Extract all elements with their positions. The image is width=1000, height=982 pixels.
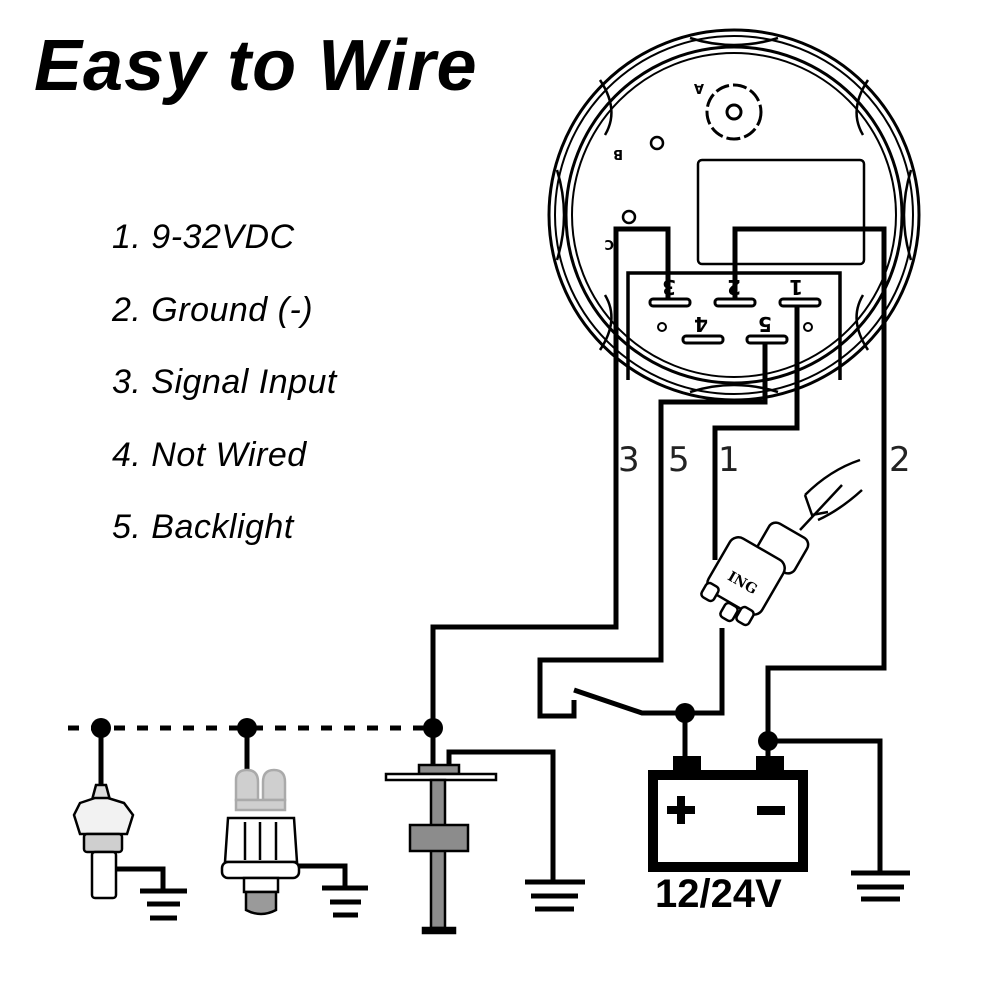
minus-icon bbox=[757, 806, 785, 815]
pin-legend: 1. 9-32VDC 2. Ground (-) 3. Signal Input… bbox=[112, 214, 337, 577]
wire-power-1-lower bbox=[685, 628, 725, 716]
battery bbox=[648, 756, 808, 872]
pressure-sensor bbox=[220, 768, 301, 916]
wire-label-1: 1 bbox=[718, 440, 740, 480]
terminal-label-1: 1 bbox=[789, 275, 803, 299]
pressure-sensor-ground-wire bbox=[298, 863, 348, 886]
pin-legend-item: 2. Ground (-) bbox=[112, 290, 314, 329]
temp-sensor-ground-wire bbox=[116, 866, 166, 889]
junction-dot bbox=[91, 718, 111, 738]
plus-icon bbox=[667, 806, 695, 814]
wire-signal-3 bbox=[430, 226, 671, 728]
mounting-stud bbox=[705, 83, 763, 141]
corner-label-b: B bbox=[613, 146, 623, 161]
terminal-label-4: 4 bbox=[694, 312, 708, 336]
level-sender-ground-wire bbox=[446, 749, 556, 880]
ground-symbol bbox=[140, 888, 187, 921]
wire-label-2: 2 bbox=[889, 440, 911, 480]
junction-dot bbox=[758, 731, 778, 751]
junction-dot bbox=[423, 718, 443, 738]
ground-symbol bbox=[851, 870, 910, 902]
mounting-stud-hole bbox=[725, 103, 743, 121]
connector-hole bbox=[657, 322, 667, 332]
corner-label-a: A bbox=[694, 80, 704, 95]
terminal-4 bbox=[681, 334, 725, 345]
display-window bbox=[696, 158, 866, 266]
terminal-5 bbox=[745, 334, 789, 345]
junction-dot bbox=[237, 718, 257, 738]
pin-legend-item: 4. Not Wired bbox=[112, 435, 307, 474]
key-icon bbox=[799, 484, 843, 531]
ground-symbol bbox=[525, 879, 585, 912]
wire-ground-2 bbox=[732, 226, 887, 741]
terminal-3 bbox=[648, 297, 692, 308]
temperature-sensor bbox=[72, 783, 135, 900]
battery-terminal-positive bbox=[673, 756, 701, 772]
screw-hole bbox=[649, 135, 665, 151]
pin-legend-item: 1. 9-32VDC bbox=[112, 218, 295, 256]
pin-legend-item: 5. Backlight bbox=[112, 508, 294, 546]
screw-hole bbox=[621, 209, 637, 225]
wire-backlight-5 bbox=[537, 343, 768, 719]
gauge-body bbox=[571, 52, 897, 378]
connector-hole bbox=[803, 322, 813, 332]
wire-label-5: 5 bbox=[668, 440, 690, 480]
gauge-rear-view: A B C 3 2 1 4 5 bbox=[547, 28, 921, 402]
ignition-switch bbox=[700, 458, 863, 627]
terminal-2 bbox=[713, 297, 757, 308]
backlight-switch bbox=[573, 687, 685, 716]
level-sender bbox=[384, 763, 498, 935]
pin-legend-item: 3. Signal Input bbox=[112, 363, 337, 401]
wire-label-3: 3 bbox=[618, 440, 640, 480]
wire-power-1 bbox=[712, 306, 800, 560]
gauge-bezel-ring bbox=[554, 35, 914, 395]
bezel-scallops bbox=[555, 36, 913, 394]
ground-symbol bbox=[322, 885, 368, 918]
battery-voltage-label: 12/24V bbox=[655, 872, 782, 916]
diagram-title: Easy to Wire bbox=[34, 26, 478, 106]
wires bbox=[68, 226, 887, 873]
terminal-1 bbox=[778, 297, 822, 308]
gauge-bezel-inner bbox=[564, 45, 904, 385]
battery-terminal-negative bbox=[756, 756, 784, 772]
junction-dot bbox=[675, 703, 695, 723]
hand-icon bbox=[804, 458, 861, 496]
terminal-label-5: 5 bbox=[758, 312, 772, 336]
battery-body bbox=[648, 770, 808, 872]
wire-chassis-ground bbox=[768, 738, 883, 873]
corner-label-c: C bbox=[604, 236, 614, 251]
